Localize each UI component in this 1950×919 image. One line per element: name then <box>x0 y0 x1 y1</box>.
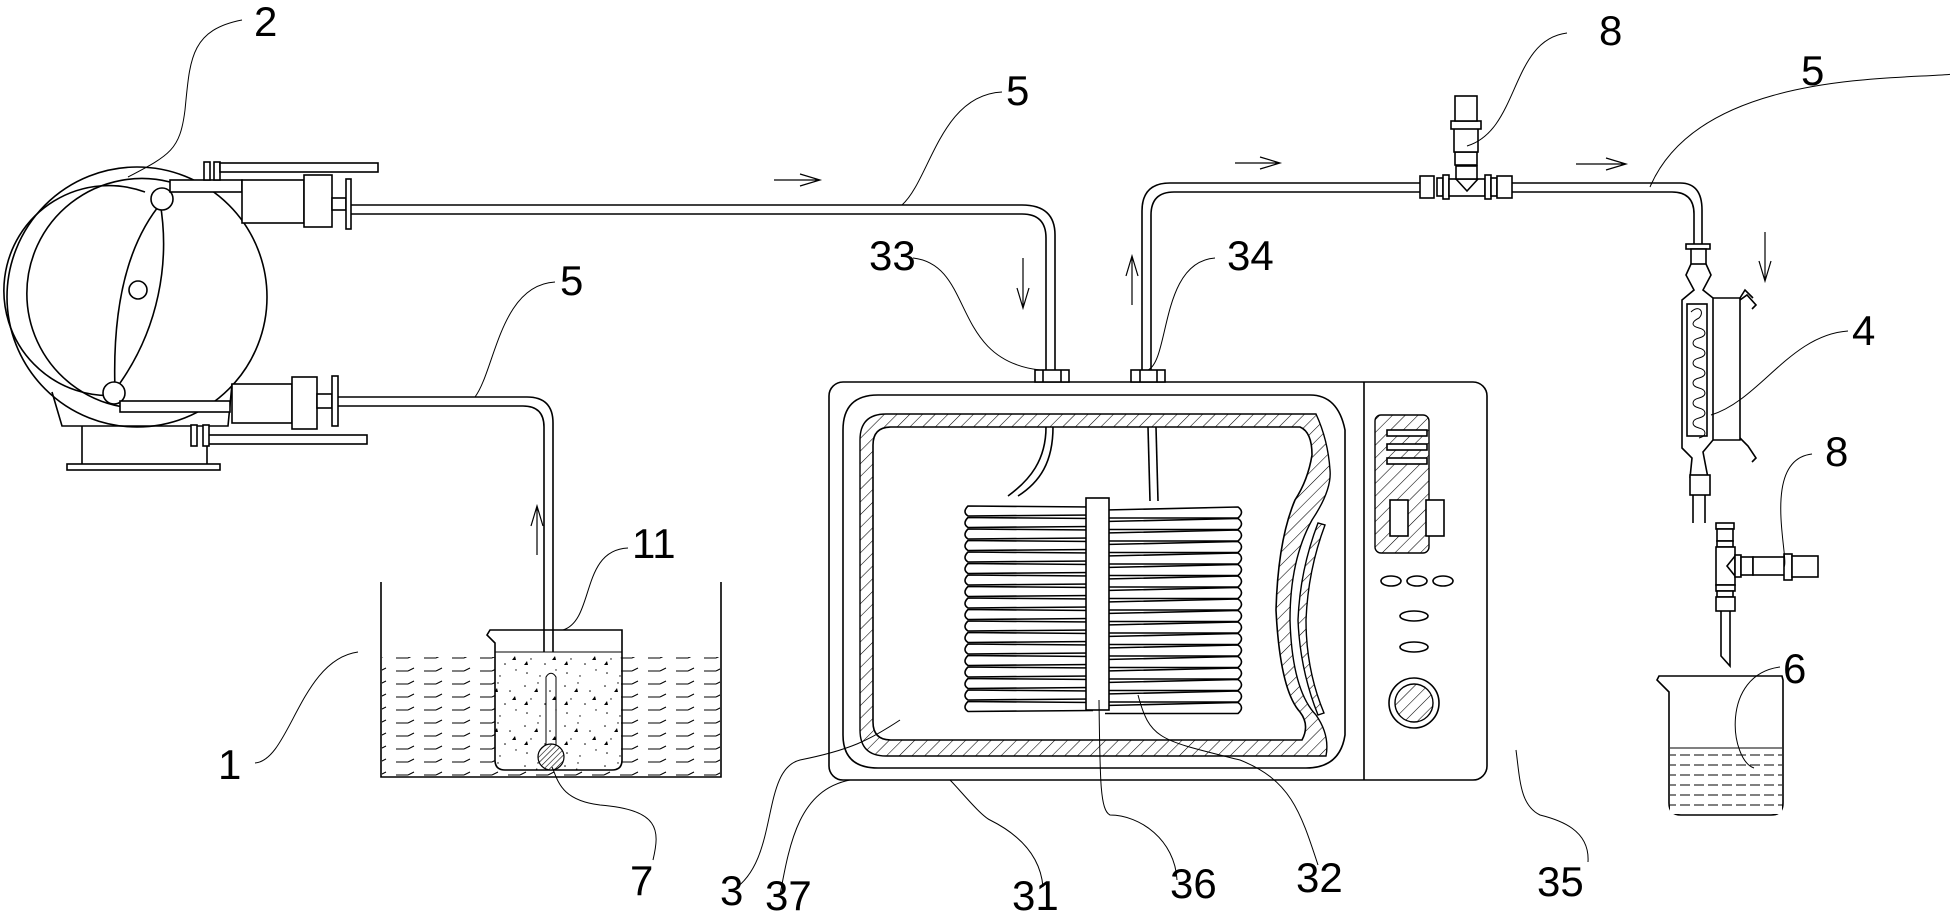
pump-rotor-arm-right <box>114 201 165 391</box>
label-collection-beaker: 6 <box>1783 645 1806 692</box>
label-pipe-top-right: 5 <box>1801 47 1824 94</box>
door-seal <box>1297 522 1326 716</box>
sample-mixture <box>495 652 621 770</box>
valve-lower <box>1715 522 1819 669</box>
pump-track <box>26 177 171 410</box>
arrow-right-3 <box>1576 157 1629 171</box>
valve-lower-tee <box>1715 546 1736 586</box>
arrow-down-inlet <box>1016 258 1030 311</box>
bath-vessel <box>380 582 722 778</box>
arrow-up-outlet <box>1125 253 1139 305</box>
pump-top-cylinder <box>241 179 305 224</box>
label-outlet: 34 <box>1227 232 1274 279</box>
pipe-to-condenser-inner <box>1512 191 1695 245</box>
button-3 <box>1432 575 1454 587</box>
condenser <box>1681 243 1758 523</box>
label-stir-bar: 7 <box>630 857 653 904</box>
pump-rotor-arm-left <box>113 201 163 391</box>
leader-lines <box>127 19 1950 896</box>
button-5 <box>1399 641 1429 653</box>
button-4 <box>1399 610 1429 622</box>
valve-lower-body <box>1752 556 1786 576</box>
pipe-pump-to-inlet-inner <box>351 213 1047 370</box>
pipe-pump-to-inlet-outer <box>351 204 1056 370</box>
label-pump: 2 <box>254 0 277 45</box>
label-door-seal: 37 <box>765 872 812 919</box>
condenser-coil <box>1690 308 1706 439</box>
label-cavity: 3 <box>720 867 743 914</box>
pump-roller-top <box>150 187 174 211</box>
peristaltic-pump <box>3 161 379 471</box>
pipe-outlet-inner <box>1150 191 1422 370</box>
pump-foot <box>66 463 221 471</box>
control-panel <box>1374 414 1454 729</box>
arrow-up-bath <box>530 503 544 555</box>
pump-bottom-bar <box>206 434 368 445</box>
timer-knob <box>1388 677 1440 729</box>
stir-bar <box>537 743 565 771</box>
valve-lower-cap <box>1791 555 1819 578</box>
label-pipe-lower-left: 5 <box>560 257 583 304</box>
microwave-oven <box>828 369 1488 781</box>
pump-top-bar <box>219 162 379 173</box>
label-water-bath: 1 <box>218 741 241 788</box>
label-coil: 32 <box>1296 854 1343 901</box>
label-condenser: 4 <box>1852 307 1875 354</box>
button-2 <box>1406 575 1428 587</box>
label-valve-top: 8 <box>1599 7 1622 54</box>
outlet-connector <box>1130 369 1166 383</box>
pump-rotor-hub <box>128 280 148 300</box>
reference-labels: 2 5 5 5 8 8 33 34 4 11 1 7 3 37 31 36 32… <box>218 0 1875 919</box>
pump-roller-bottom <box>102 381 126 405</box>
pipe-bath-to-pump-outer <box>338 396 554 770</box>
label-valve-lower: 8 <box>1825 428 1848 475</box>
label-coil-holder: 36 <box>1170 860 1217 907</box>
pump-inner-track <box>3 184 146 397</box>
pump-outer-housing <box>6 166 268 428</box>
pipe-bath-to-pump-inner <box>338 405 545 770</box>
label-control-panel: 35 <box>1537 858 1584 905</box>
button-1 <box>1380 575 1402 587</box>
coil-loop <box>964 700 1243 715</box>
oven-door-frame <box>842 394 1346 769</box>
inlet-connector <box>1034 369 1070 383</box>
valve-top-cap <box>1454 95 1478 122</box>
arrow-right-1 <box>774 173 823 187</box>
sample-beaker <box>485 629 623 771</box>
heating-coil <box>964 505 1243 715</box>
label-beaker-inner: 11 <box>632 520 676 567</box>
flow-arrows <box>530 156 1772 555</box>
collected-liquid <box>1670 748 1782 814</box>
pipe-to-condenser-outer <box>1512 182 1703 245</box>
label-pipe-top-left: 5 <box>1006 67 1029 114</box>
arrow-down-condenser <box>1758 232 1772 284</box>
tubing <box>338 182 1703 770</box>
pump-bottom-cylinder <box>231 383 293 424</box>
pipe-outlet-outer <box>1141 182 1422 370</box>
valve-top <box>1419 95 1513 200</box>
coil-holder <box>1085 497 1110 711</box>
arrow-right-2 <box>1235 156 1283 170</box>
pump-head-top-tube <box>169 179 243 193</box>
label-inlet: 33 <box>869 232 916 279</box>
collection-beaker <box>1656 675 1784 816</box>
label-oven-body: 31 <box>1012 872 1059 919</box>
